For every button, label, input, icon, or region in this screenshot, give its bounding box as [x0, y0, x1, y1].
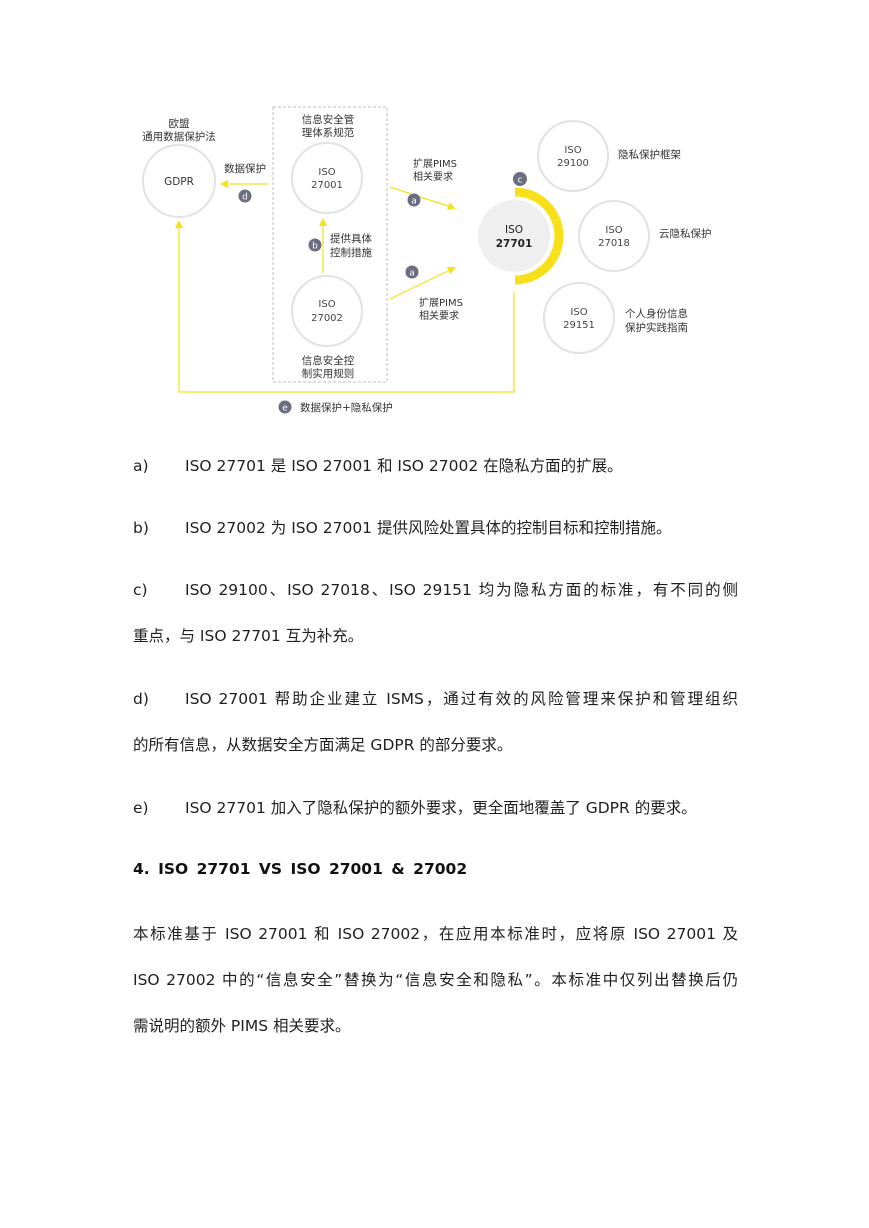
- iso27001-line2: 27001: [311, 180, 343, 191]
- gdpr-label-line1: 欧盟: [169, 118, 190, 130]
- iso29100-line1: ISO: [564, 145, 581, 156]
- iso27018-circle: [578, 200, 650, 272]
- arrow-a-top: [389, 186, 456, 210]
- iso27701-yellow-arc: [514, 187, 564, 285]
- item-c: c) ISO 29100、ISO 27018、ISO 29151 均为隐私方面的…: [133, 579, 738, 647]
- arrow-b-label-line2: 控制措施: [330, 246, 372, 259]
- item-a-text: ISO 27701 是 ISO 27001 和 ISO 27002 在隐私方面的…: [185, 457, 623, 475]
- iso29151-line2: 29151: [563, 320, 595, 331]
- item-b-text: ISO 27002 为 ISO 27001 提供风险处置具体的控制目标和控制措施…: [185, 519, 672, 537]
- iso27701-circle: [478, 200, 550, 272]
- iso29151-circle: [543, 282, 615, 354]
- item-c-text-line2: 重点，与 ISO 27701 互为补充。: [133, 627, 364, 645]
- item-c-text-line1: ISO 29100、ISO 27018、ISO 29151 均为隐私方面的标准，…: [185, 581, 738, 599]
- iso27701-line1: ISO: [505, 224, 523, 236]
- badge-a-top: [407, 193, 421, 207]
- item-d: d) ISO 27001 帮助企业建立 ISMS，通过有效的风险管理来保护和管理…: [133, 688, 738, 756]
- arrow-a-bottom-label-line1: 扩展PIMS: [419, 296, 463, 309]
- badge-c-text: c: [518, 176, 523, 186]
- badge-c: [513, 172, 527, 186]
- item-d-text-line2: 的所有信息，从数据安全方面满足 GDPR 的部分要求。: [133, 736, 513, 754]
- iso29100-line2: 29100: [557, 158, 589, 169]
- badge-e-text: e: [282, 404, 288, 414]
- iso29100-label: 隐私保护框架: [618, 148, 681, 161]
- iso29151-label-line2: 保护实践指南: [625, 321, 688, 334]
- iso27001-line1: ISO: [318, 167, 335, 178]
- item-a: a) ISO 27701 是 ISO 27001 和 ISO 27002 在隐私方…: [133, 455, 738, 477]
- item-b: b) ISO 27002 为 ISO 27001 提供风险处置具体的控制目标和控制…: [133, 517, 738, 539]
- item-c-label: c): [133, 581, 148, 599]
- iso27001-label-line2: 理体系规范: [302, 126, 355, 139]
- iso27001-label-line1: 信息安全管: [302, 113, 355, 126]
- item-e-text: ISO 27701 加入了隐私保护的额外要求，更全面地覆盖了 GDPR 的要求。: [185, 799, 697, 817]
- badge-d-text: d: [242, 193, 248, 203]
- item-b-label: b): [133, 519, 149, 537]
- body-line1: 本标准基于 ISO 27001 和 ISO 27002，在应用本标准时，应将原 …: [133, 925, 738, 943]
- arrow-a-bottom: [389, 267, 456, 300]
- badge-b-text: b: [312, 242, 318, 252]
- arrow-a-bottom-label-line2: 相关要求: [419, 309, 459, 322]
- iso29151-label-line1: 个人身份信息: [625, 307, 688, 320]
- iso-relationship-diagram: 欧盟 通用数据保护法 GDPR 信息安全管 理体系规范 ISO 27001 IS…: [142, 106, 712, 414]
- badge-e: [278, 400, 292, 414]
- bottom-label: 数据保护+隐私保护: [300, 401, 393, 414]
- badge-b: [308, 238, 322, 252]
- iso27002-circle: [291, 275, 363, 347]
- body-paragraph: 本标准基于 ISO 27001 和 ISO 27002，在应用本标准时，应将原 …: [133, 923, 738, 1037]
- body-line3: 需说明的额外 PIMS 相关要求。: [133, 1017, 351, 1035]
- iso27001-circle: [291, 142, 363, 214]
- badge-a-top-text: a: [411, 197, 417, 207]
- arrow-d-label: 数据保护: [224, 162, 266, 175]
- badge-a-bottom: [405, 265, 419, 279]
- arrow-a-top-label-line2: 相关要求: [413, 170, 453, 183]
- iso27002-line1: ISO: [318, 299, 335, 310]
- iso27018-line1: ISO: [605, 225, 622, 236]
- badge-a-bottom-text: a: [409, 269, 415, 279]
- section-heading: 4. ISO 27701 VS ISO 27001 & 27002: [133, 860, 468, 878]
- item-a-label: a): [133, 457, 149, 475]
- item-e: e) ISO 27701 加入了隐私保护的额外要求，更全面地覆盖了 GDPR 的要…: [133, 797, 738, 819]
- gdpr-text: GDPR: [164, 176, 194, 188]
- iso27018-label: 云隐私保护: [659, 227, 712, 240]
- item-d-text-line1: ISO 27001 帮助企业建立 ISMS，通过有效的风险管理来保护和管理组织: [185, 690, 738, 708]
- arrow-e: [175, 220, 515, 393]
- gdpr-label-line2: 通用数据保护法: [142, 130, 216, 143]
- iso27018-line2: 27018: [598, 238, 630, 249]
- body-line2: ISO 27002 中的“信息安全”替换为“信息安全和隐私”。本标准中仅列出替换…: [133, 971, 738, 989]
- iso27002-label-line1: 信息安全控: [302, 354, 355, 367]
- iso27002-label-line2: 制实用规则: [302, 367, 355, 380]
- arrow-b-label-line1: 提供具体: [330, 232, 372, 245]
- arrow-a-top-label-line1: 扩展PIMS: [413, 157, 457, 170]
- iso29151-line1: ISO: [570, 307, 587, 318]
- iso29100-circle: [537, 120, 609, 192]
- badge-d: [238, 189, 252, 203]
- iso27002-line2: 27002: [311, 313, 343, 324]
- iso-standards-group-box: [272, 106, 388, 383]
- gdpr-circle: [142, 144, 216, 218]
- item-e-label: e): [133, 799, 149, 817]
- item-d-label: d): [133, 690, 149, 708]
- iso27701-line2: 27701: [496, 238, 533, 250]
